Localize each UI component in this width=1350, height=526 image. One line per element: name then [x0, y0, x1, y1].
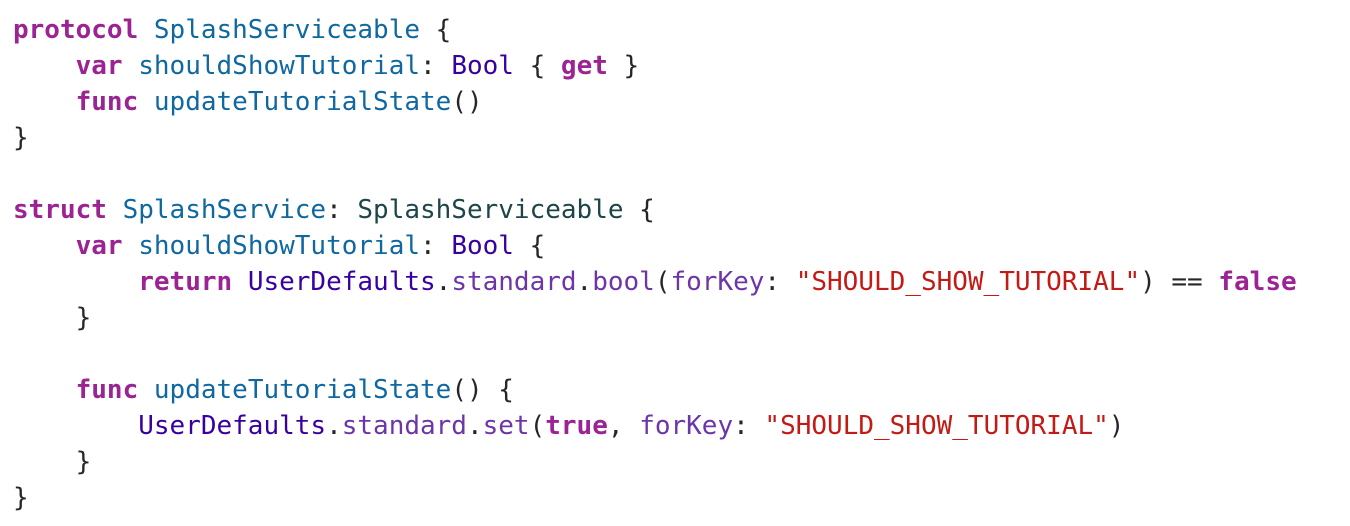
- identifier-token: SplashService: [122, 195, 327, 225]
- identifier-token: shouldShowTutorial: [138, 51, 421, 81]
- punctuation-token: [138, 87, 154, 117]
- identifier-token: updateTutorialState: [153, 87, 452, 117]
- punctuation-token: .: [326, 411, 342, 441]
- code-line[interactable]: }: [13, 120, 1350, 156]
- identifier-token: shouldShowTutorial: [138, 231, 421, 261]
- punctuation-token: [13, 375, 76, 405]
- code-line[interactable]: return UserDefaults.standard.bool(forKey…: [13, 264, 1350, 300]
- code-line[interactable]: func updateTutorialState(): [13, 84, 1350, 120]
- punctuation-token: (: [529, 411, 546, 441]
- member-token: standard: [341, 411, 467, 441]
- punctuation-token: ,: [607, 411, 640, 441]
- code-line[interactable]: var shouldShowTutorial: Bool { get }: [13, 48, 1350, 84]
- punctuation-token: (): [451, 87, 483, 117]
- keyword-token: func: [75, 87, 139, 117]
- member-token: set: [482, 411, 530, 441]
- punctuation-token: .: [576, 267, 593, 297]
- punctuation-token: }: [13, 447, 92, 477]
- punctuation-token: (: [654, 267, 671, 297]
- code-line[interactable]: UserDefaults.standard.set(true, forKey: …: [13, 408, 1350, 444]
- punctuation-token: :: [764, 267, 796, 297]
- identifier-token: SplashServiceable: [153, 15, 420, 45]
- punctuation-token: [123, 51, 139, 81]
- punctuation-token: }: [607, 51, 640, 81]
- punctuation-token: [232, 267, 248, 297]
- punctuation-token: {: [513, 231, 546, 261]
- code-line[interactable]: }: [13, 480, 1350, 516]
- code-line[interactable]: }: [13, 444, 1350, 480]
- punctuation-token: [13, 267, 138, 297]
- punctuation-token: [138, 15, 154, 45]
- punctuation-token: [123, 231, 139, 261]
- keyword-token: var: [75, 231, 123, 261]
- punctuation-token: ) ==: [1140, 267, 1219, 297]
- keyword-token: true: [545, 411, 608, 441]
- member-token: bool: [592, 267, 655, 297]
- keyword-token: func: [75, 375, 139, 405]
- type-token: Bool: [451, 231, 514, 261]
- type-token: Bool: [451, 51, 514, 81]
- keyword-token: protocol: [13, 15, 139, 45]
- punctuation-token: :: [420, 51, 452, 81]
- keyword-token: get: [560, 51, 608, 81]
- keyword-token: var: [75, 51, 123, 81]
- code-line[interactable]: [13, 156, 1350, 192]
- punctuation-token: {: [420, 15, 452, 45]
- type-token: UserDefaults: [138, 411, 327, 441]
- string-literal-token: "SHOULD_SHOW_TUTORIAL": [795, 267, 1141, 297]
- punctuation-token: }: [13, 483, 29, 513]
- type-token: SplashServiceable: [357, 195, 624, 225]
- string-literal-token: "SHOULD_SHOW_TUTORIAL": [764, 411, 1109, 441]
- punctuation-token: }: [13, 303, 92, 333]
- punctuation-token: :: [733, 411, 765, 441]
- punctuation-token: () {: [451, 375, 514, 405]
- code-line[interactable]: protocol SplashServiceable {: [13, 12, 1350, 48]
- type-token: UserDefaults: [247, 267, 436, 297]
- keyword-token: false: [1218, 267, 1297, 297]
- keyword-token: return: [138, 267, 233, 297]
- punctuation-token: :: [420, 231, 452, 261]
- code-line[interactable]: func updateTutorialState() {: [13, 372, 1350, 408]
- punctuation-token: {: [623, 195, 655, 225]
- punctuation-token: [138, 375, 154, 405]
- keyword-token: struct: [13, 195, 107, 225]
- code-line[interactable]: var shouldShowTutorial: Bool {: [13, 228, 1350, 264]
- punctuation-token: [107, 195, 123, 225]
- identifier-token: updateTutorialState: [153, 375, 452, 405]
- punctuation-token: {: [513, 51, 561, 81]
- punctuation-token: [13, 411, 138, 441]
- argument-label-token: forKey: [639, 411, 734, 441]
- code-line[interactable]: [13, 336, 1350, 372]
- punctuation-token: .: [435, 267, 452, 297]
- punctuation-token: :: [326, 195, 358, 225]
- punctuation-token: }: [13, 123, 29, 153]
- code-line[interactable]: struct SplashService: SplashServiceable …: [13, 192, 1350, 228]
- punctuation-token: [13, 51, 76, 81]
- argument-label-token: forKey: [670, 267, 765, 297]
- punctuation-token: [13, 87, 76, 117]
- punctuation-token: ): [1108, 411, 1125, 441]
- code-line[interactable]: }: [13, 300, 1350, 336]
- member-token: standard: [451, 267, 577, 297]
- punctuation-token: [13, 231, 76, 261]
- punctuation-token: .: [466, 411, 483, 441]
